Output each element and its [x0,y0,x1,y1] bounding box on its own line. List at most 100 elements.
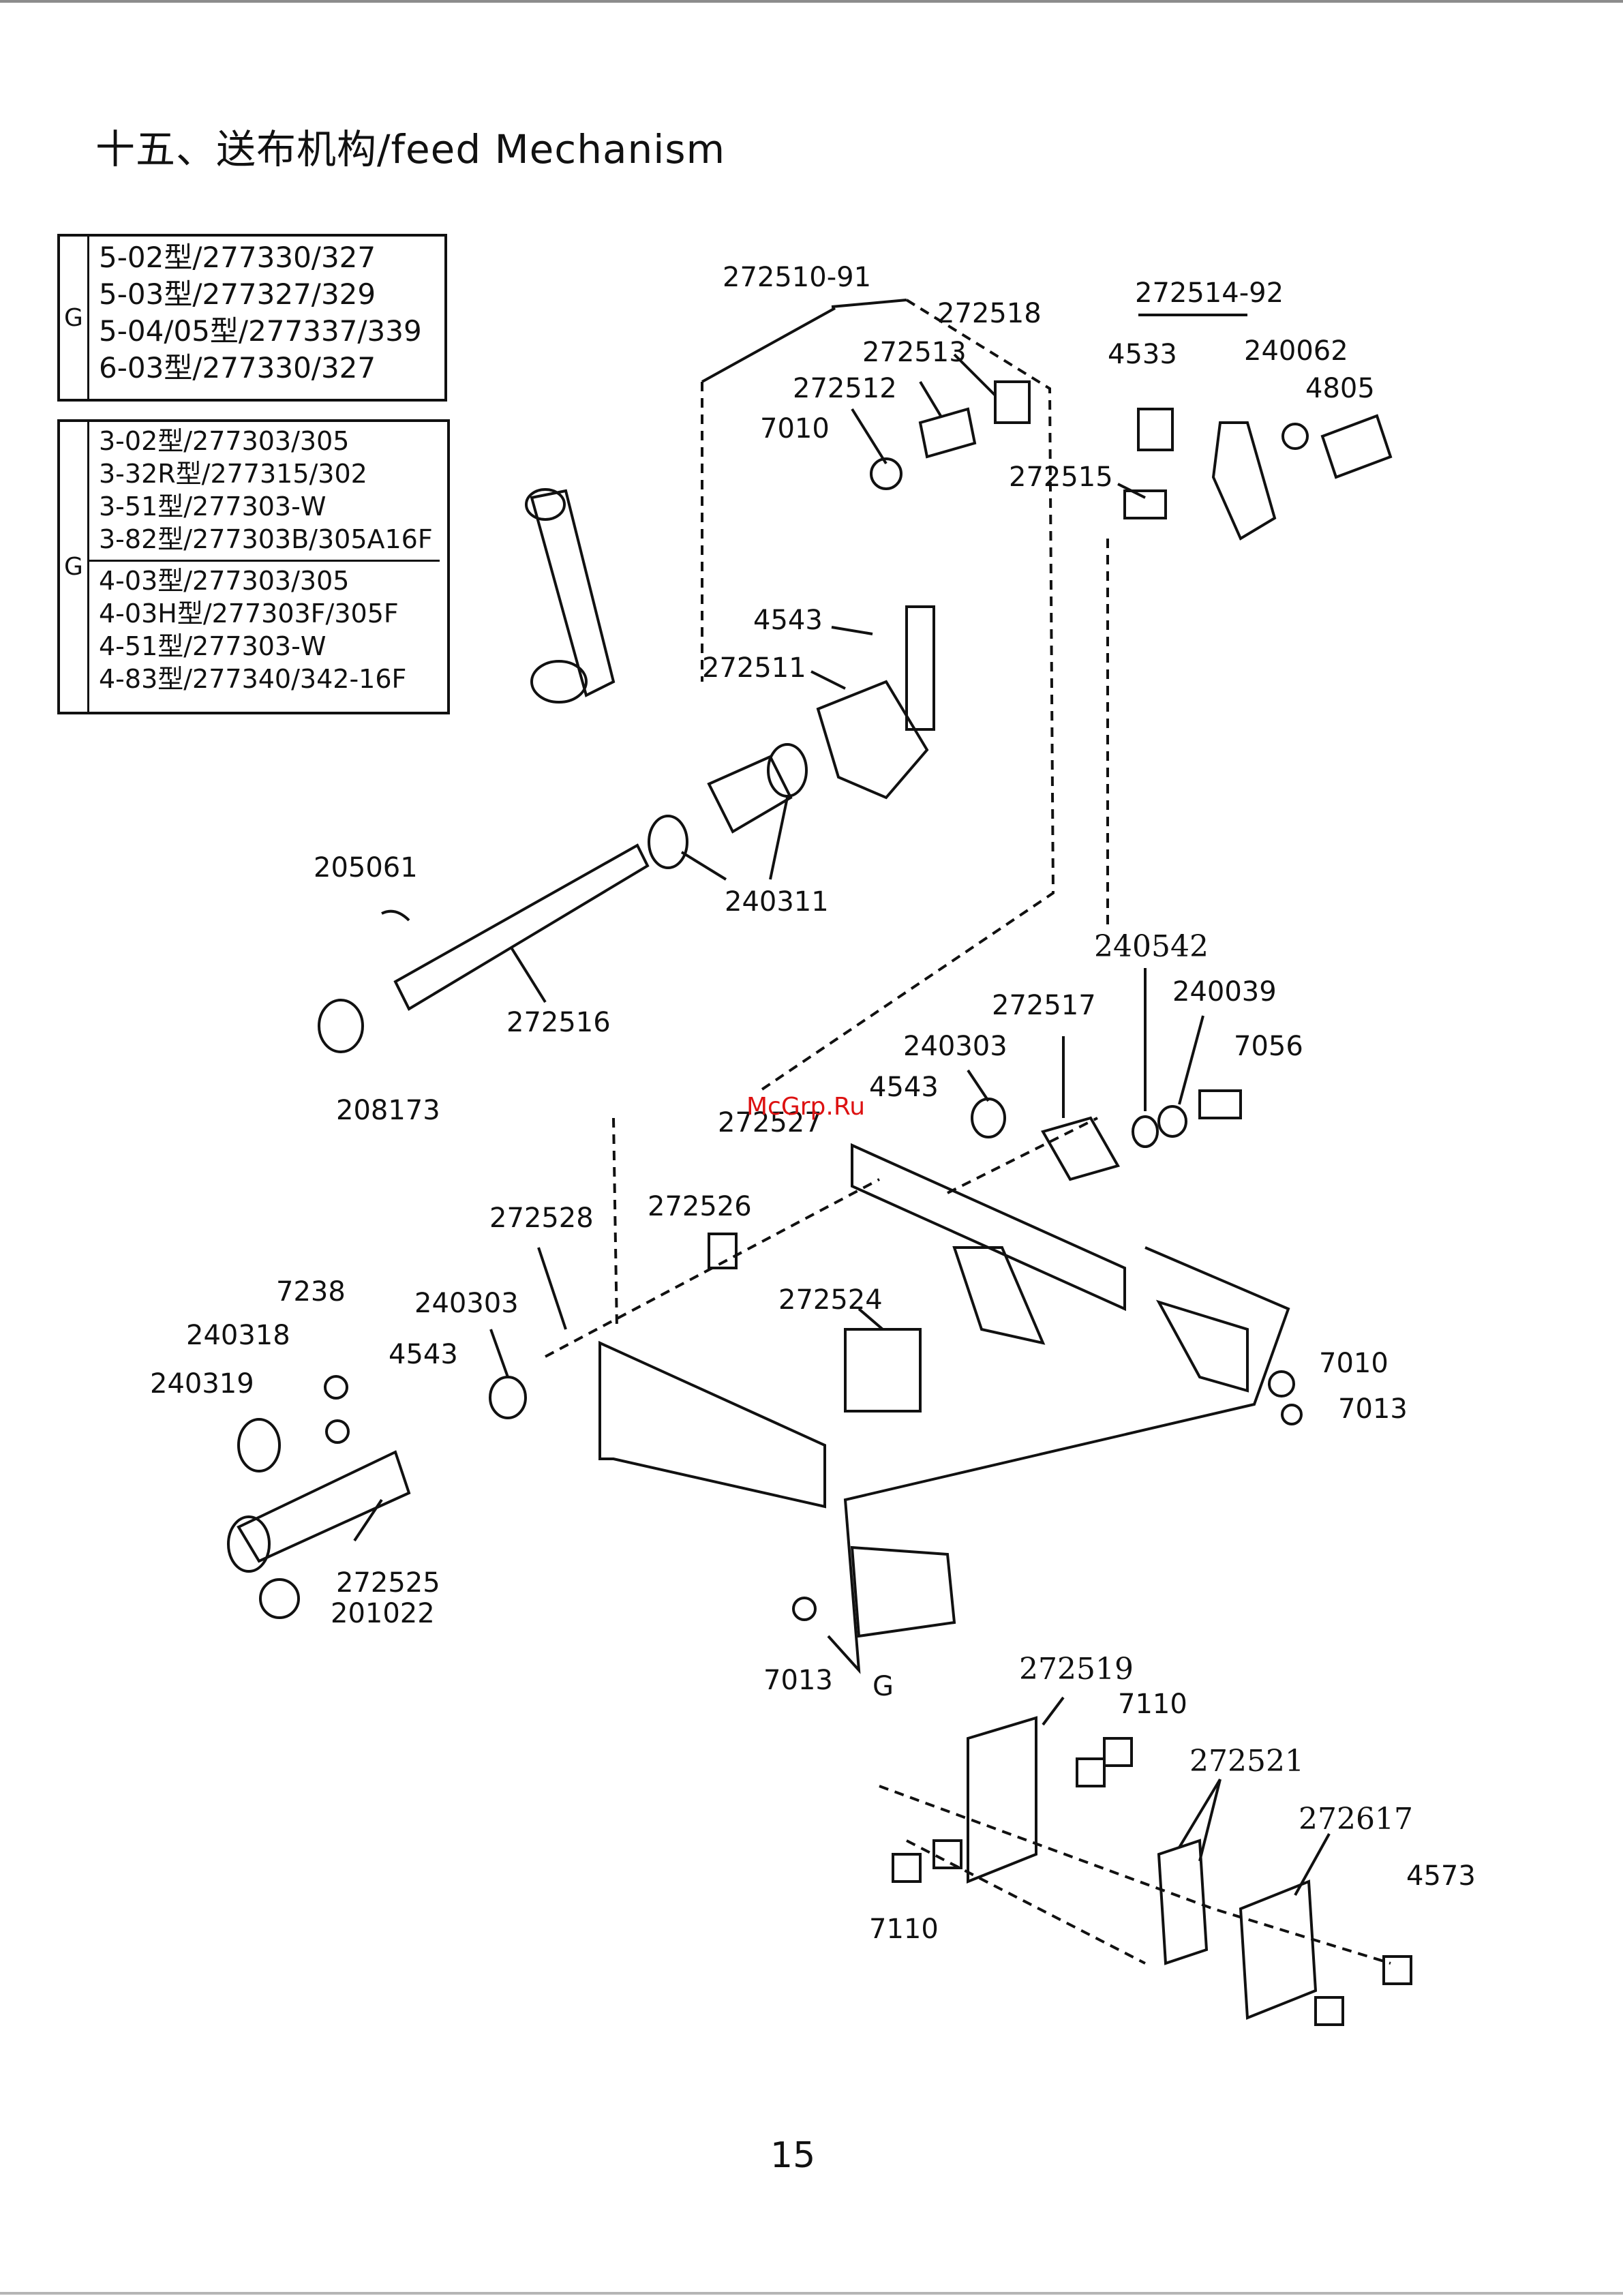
watermark: McGrp.Ru [746,1093,866,1121]
part-label: 272510-91 [723,262,871,293]
model-row: 3-32R型/277315/302 [99,459,367,489]
cam-link [1211,421,1277,541]
part-label: 272527 [718,1107,822,1138]
square-slide [708,1233,738,1269]
page-number: 15 [770,2135,816,2176]
model-row: 4-03H型/277303F/305F [99,599,399,629]
model-reference-table-1: G 5-02型/277330/327 5-03型/277327/329 5-04… [57,234,447,402]
part-label: 7010 [760,413,830,444]
part-label: 240319 [150,1368,254,1400]
leader-line [1198,1779,1222,1862]
part-label: 240062 [1244,335,1348,367]
dashed-guide [947,1117,1098,1194]
model-group: 4-03型/277303/305 4-03H型/277303F/305F 4-5… [89,560,440,699]
feed-dog-lower [850,1545,956,1638]
nut [325,1419,350,1444]
cam-screw [1137,408,1174,451]
feed-link [530,489,616,697]
leader-line [810,670,846,690]
leader-line [769,797,789,880]
part-label: 7013 [1338,1393,1408,1425]
cover-plate-272617 [1239,1879,1318,2020]
bushing [707,755,793,834]
part-label: 272524 [778,1284,883,1316]
part-label: 4805 [1305,373,1375,404]
screw-7110 [1076,1757,1106,1787]
part-label: 4533 [1108,339,1177,370]
eccentric-bushing [1320,414,1393,479]
screw-4573 [1382,1955,1412,1985]
leader-line [537,1247,567,1330]
screw-7110 [1103,1737,1133,1767]
model-row: 3-51型/277303-W [99,492,327,522]
feed-crank [816,680,929,800]
model-row: 5-03型/277327/329 [99,277,376,311]
thrust-washer [648,815,688,869]
leader-line [701,307,836,383]
part-label: 7013 [763,1665,833,1696]
group-marker: G [60,237,89,399]
feed-bar [851,1143,1126,1312]
shaft-cap [318,999,364,1053]
part-label: 240039 [1172,976,1277,1008]
leader-line [858,1308,884,1331]
dashed-guide [879,1785,1391,1965]
part-label: 272515 [1009,462,1113,493]
leader-line [489,1329,509,1378]
part-label: 7056 [1234,1031,1303,1062]
leader-line [353,1498,383,1542]
part-label: 272525 [336,1567,440,1599]
part-label: 4543 [753,605,823,636]
part-label: 201022 [331,1598,435,1629]
leader-line [831,626,873,635]
eccentric-nut [870,457,902,490]
part-label: 272519 [1019,1652,1134,1687]
model-row: 5-04/05型/277337/339 [99,314,422,348]
part-label: 7110 [1118,1689,1187,1720]
retaining-ring [381,909,410,922]
model-group: 5-02型/277330/327 5-03型/277327/329 5-04/0… [89,237,429,391]
model-reference-table-2: G 3-02型/277303/305 3-32R型/277315/302 3-5… [57,419,450,714]
leader-line [831,299,907,308]
hex-bolt [1198,1089,1242,1119]
part-label: 7110 [869,1914,939,1945]
leader-line [953,353,997,397]
part-label: 272518 [937,298,1042,329]
leader-line [1042,1696,1065,1726]
screw [1281,1404,1303,1425]
collar [971,1098,1006,1138]
collar [489,1376,527,1419]
part-label: 272528 [489,1203,594,1234]
screw-7110 [932,1839,962,1869]
part-label: 272516 [506,1007,611,1038]
dashed-guide [759,299,1055,1092]
model-row: 4-83型/277340/342-16F [99,664,407,694]
screw [324,1375,348,1400]
part-label: 4543 [869,1072,939,1103]
leader-line [851,408,888,465]
leader-line [1178,1015,1204,1105]
part-label: G [873,1671,894,1702]
crank-arm [905,605,935,731]
model-row: 4-03型/277303/305 [99,566,350,596]
leader-line [967,1069,990,1102]
part-label: 272517 [992,990,1096,1021]
part-label: 272513 [862,337,967,368]
model-row: 3-82型/277303B/305A16F [99,524,433,554]
feed-dog-holder [598,1340,826,1509]
part-label: 7238 [276,1276,346,1308]
group-marker: G [60,422,89,712]
stud-screw [1123,489,1167,519]
part-label: 208173 [336,1095,440,1126]
part-label: 272514-92 [1135,277,1284,309]
model-row: 4-51型/277303-W [99,631,327,661]
shaft-end [227,1515,271,1573]
screw-7110 [892,1853,922,1883]
part-label: 272511 [702,652,806,684]
part-label: 240311 [725,886,829,918]
screw [1268,1370,1295,1398]
part-label: 272512 [793,373,897,404]
link-eye [525,488,566,521]
connecting-pin [918,407,977,459]
part-label: 272526 [648,1191,752,1222]
